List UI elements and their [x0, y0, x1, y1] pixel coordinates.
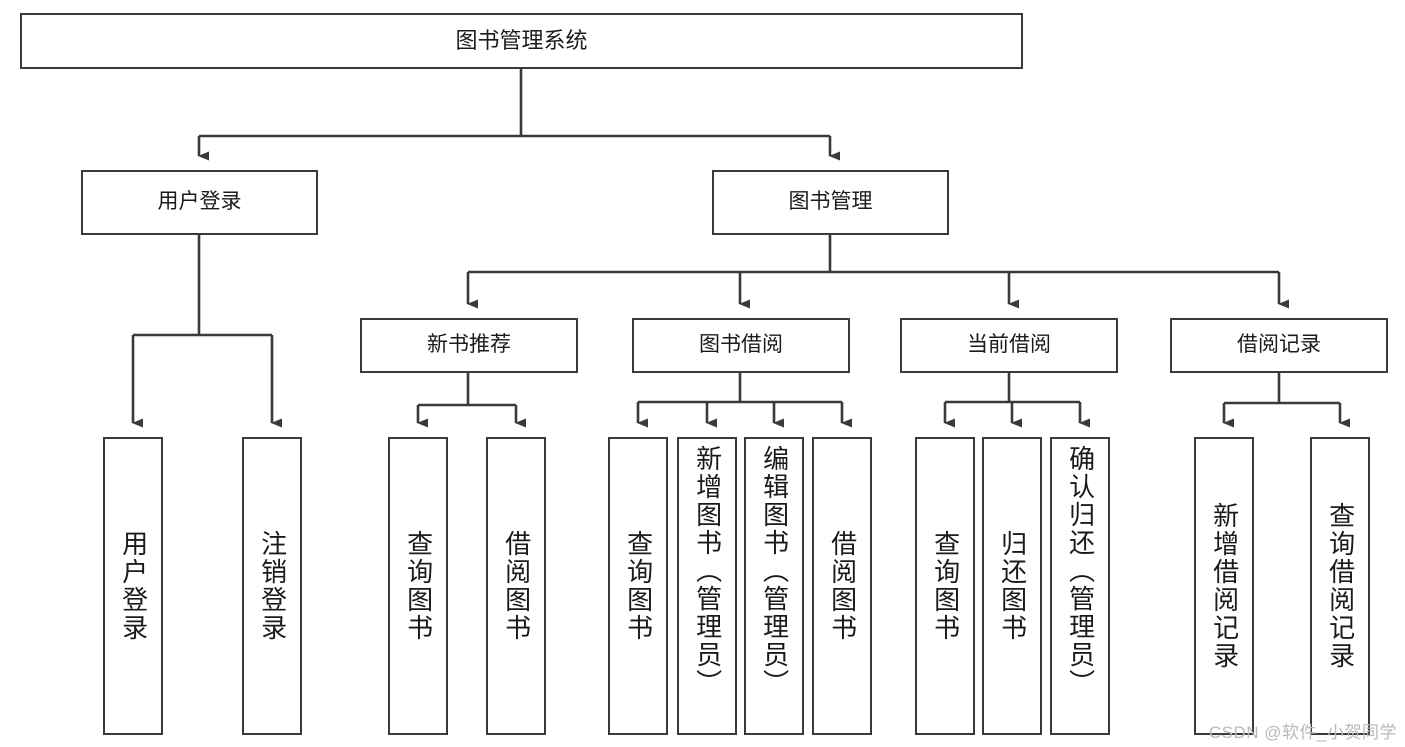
leaf-user-login-login[interactable]: 用户登录	[103, 437, 163, 735]
leaf-new-book-query-books[interactable]: 查询图书	[388, 437, 448, 735]
node-new-book-recommendation[interactable]: 新书推荐	[360, 318, 578, 373]
node-label: 用户登录	[118, 530, 149, 642]
node-label: 当前借阅	[967, 333, 1051, 357]
node-label: 编辑图书（管理员）	[759, 445, 790, 697]
node-label: 新增借阅记录	[1209, 502, 1240, 670]
leaf-current-borrow-query-books[interactable]: 查询图书	[915, 437, 975, 735]
node-label: 查询图书	[930, 530, 961, 642]
node-label: 查询图书	[623, 530, 654, 642]
node-label: 查询借阅记录	[1325, 502, 1356, 670]
leaf-borrow-record-add-record[interactable]: 新增借阅记录	[1194, 437, 1254, 735]
node-label: 借阅图书	[501, 530, 532, 642]
leaf-book-borrow-query-books[interactable]: 查询图书	[608, 437, 668, 735]
node-label: 图书借阅	[699, 333, 783, 357]
node-book-management-system[interactable]: 图书管理系统	[20, 13, 1023, 69]
node-book-borrowing[interactable]: 图书借阅	[632, 318, 850, 373]
leaf-user-login-logout[interactable]: 注销登录	[242, 437, 302, 735]
leaf-current-borrow-return-books[interactable]: 归还图书	[982, 437, 1042, 735]
leaf-current-borrow-confirm-return-admin[interactable]: 确认归还（管理员）	[1050, 437, 1110, 735]
node-label: 用户登录	[157, 190, 242, 214]
leaf-new-book-borrow-books[interactable]: 借阅图书	[486, 437, 546, 735]
node-label: 新增图书（管理员）	[692, 445, 723, 697]
node-label: 借阅记录	[1237, 333, 1321, 357]
node-label: 查询图书	[403, 530, 434, 642]
leaf-book-borrow-add-book-admin[interactable]: 新增图书（管理员）	[677, 437, 737, 735]
node-label: 图书管理	[788, 190, 873, 214]
node-label: 图书管理系统	[455, 28, 588, 54]
node-borrowing-records[interactable]: 借阅记录	[1170, 318, 1388, 373]
node-label: 新书推荐	[427, 333, 511, 357]
node-book-management[interactable]: 图书管理	[712, 170, 949, 235]
node-label: 注销登录	[257, 530, 288, 642]
node-label: 借阅图书	[827, 530, 858, 642]
node-user-login[interactable]: 用户登录	[81, 170, 318, 235]
leaf-book-borrow-borrow-books[interactable]: 借阅图书	[812, 437, 872, 735]
node-current-borrowing[interactable]: 当前借阅	[900, 318, 1118, 373]
leaf-borrow-record-query-record[interactable]: 查询借阅记录	[1310, 437, 1370, 735]
leaf-book-borrow-edit-book-admin[interactable]: 编辑图书（管理员）	[744, 437, 804, 735]
node-label: 归还图书	[997, 530, 1028, 642]
node-label: 确认归还（管理员）	[1065, 445, 1096, 697]
